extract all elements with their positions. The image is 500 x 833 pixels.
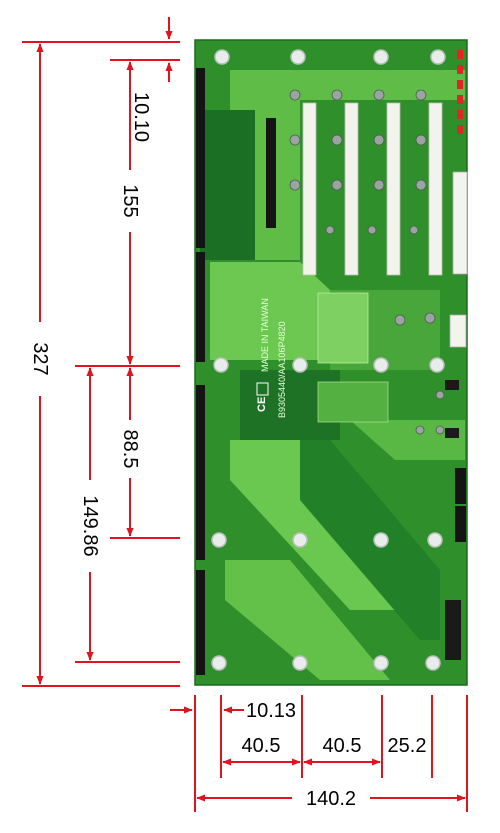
header: [445, 428, 459, 438]
dim-label-total-width: 140.2: [306, 788, 356, 810]
pci-slots: [302, 102, 443, 276]
dim-label-left-offset: 10.13: [246, 700, 296, 722]
edge-connector: [196, 252, 205, 362]
power-connector: [452, 171, 468, 275]
capacitors: [289, 89, 445, 435]
trace-region: [210, 262, 330, 360]
status-leds: [457, 50, 463, 134]
pci-slot: [344, 102, 359, 276]
header: [445, 600, 461, 660]
header: [445, 380, 459, 390]
dim-label-lower-span-a: 88.5: [119, 430, 141, 469]
edge-connector: [196, 570, 205, 675]
pci-slot: [428, 102, 443, 276]
silkscreen-made-in: MADE IN TAIWAN: [260, 298, 270, 372]
mounting-holes: [211, 49, 446, 671]
dim-label-total-height: 327: [29, 342, 51, 375]
ce-mark: CE: [256, 397, 268, 412]
backplane-board: MADE IN TAIWAN B9305440/AA106P4820 CE: [194, 39, 468, 686]
edge-connector: [196, 385, 205, 560]
dimension-lines: [22, 17, 468, 812]
trace-region: [225, 560, 390, 680]
dimension-labels: 327 10.10 155 88.5 149.86 10.13 40.5 40.…: [29, 92, 426, 810]
trace-region: [230, 70, 465, 260]
dim-label-slot-pitch-3: 25.2: [388, 735, 427, 757]
edge-connector: [196, 68, 205, 248]
dim-label-top-offset: 10.10: [130, 92, 152, 142]
label-panel: [317, 381, 389, 423]
dim-label-upper-span: 155: [119, 184, 141, 217]
trace-region: [300, 440, 440, 640]
dark-region: [200, 110, 255, 260]
dim-label-lower-span-b: 149.86: [79, 495, 101, 556]
trace-region: [230, 440, 400, 610]
dim-label-slot-pitch-2: 40.5: [323, 735, 362, 757]
sata-connector: [455, 506, 466, 542]
recycle-bin-mark: [256, 382, 269, 396]
picmg-slot: [266, 118, 276, 228]
sata-connector: [455, 468, 466, 504]
pci-slot: [302, 102, 317, 276]
aux-power-connector: [449, 314, 467, 348]
pci-slot: [386, 102, 401, 276]
label-panel: [317, 292, 369, 364]
silkscreen-part-number: B9305440/AA106P4820: [277, 321, 287, 418]
dim-label-slot-pitch-1: 40.5: [242, 735, 281, 757]
